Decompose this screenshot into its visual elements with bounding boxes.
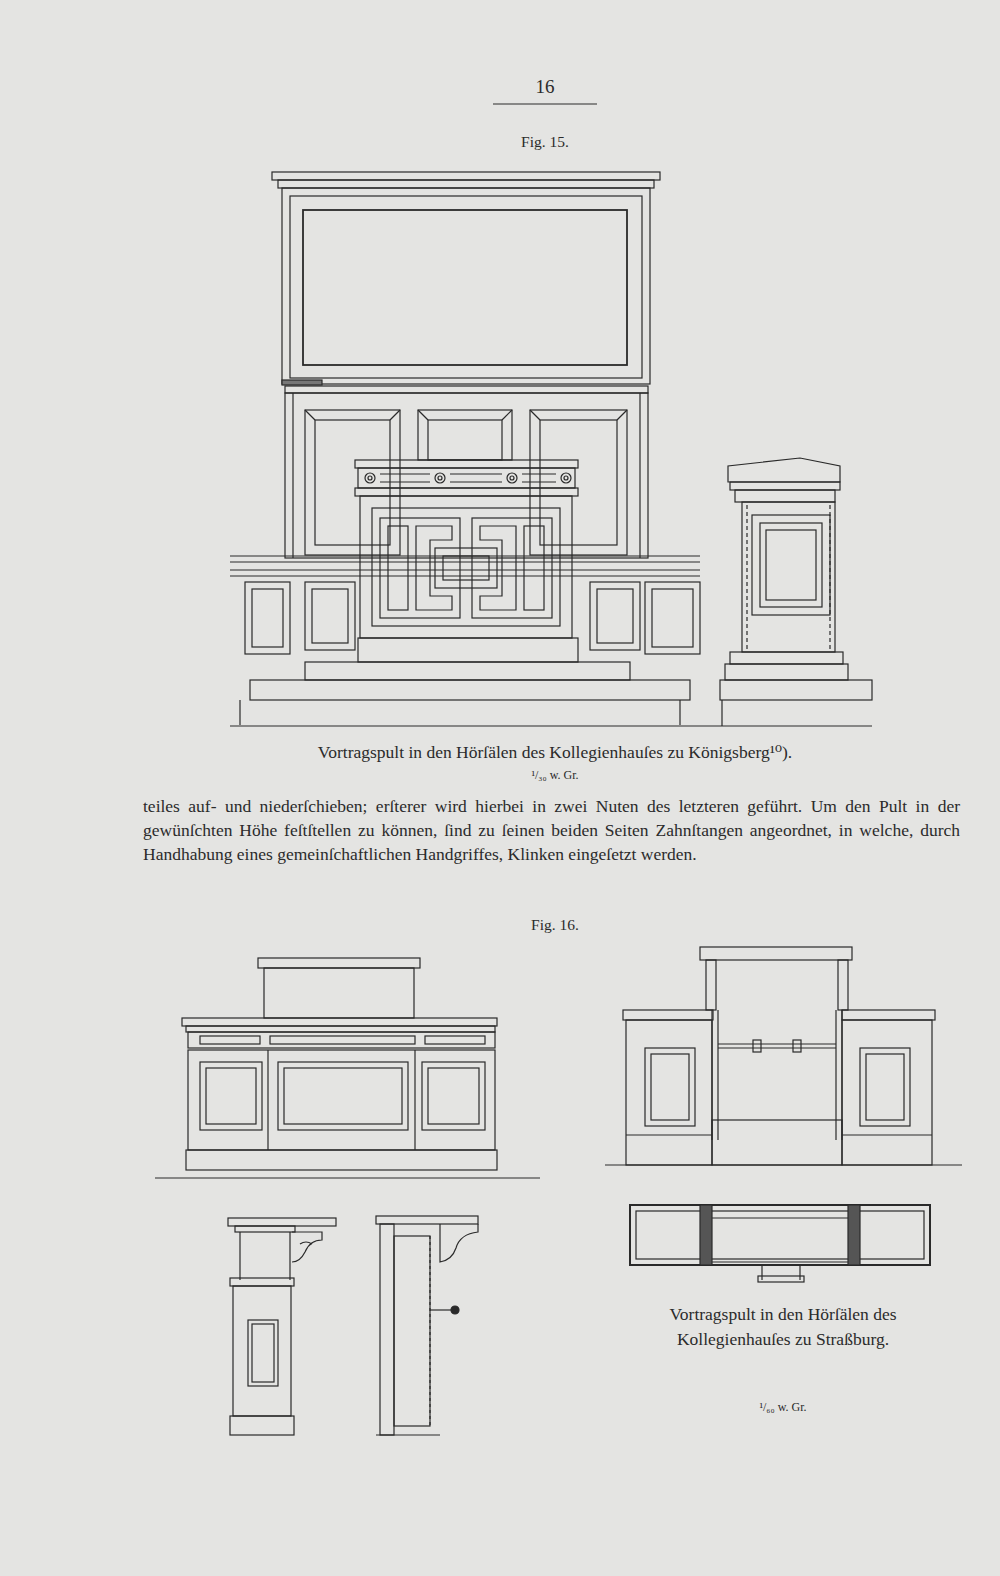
fig16-drawing <box>155 947 962 1435</box>
figure-label: Fig. 15. <box>470 133 620 152</box>
page-number: 16 <box>495 76 595 99</box>
figure-caption: Vortragspult in den Hörſälen des Kollegi… <box>230 742 880 763</box>
scale-note: ¹/₃₀ w. Gr. <box>480 768 630 782</box>
figure-label: Fig. 16. <box>480 916 630 935</box>
fig15-drawing <box>230 172 872 726</box>
body-text: teiles auf- und niederſchieben; erſterer… <box>143 795 960 866</box>
scale-note: ¹/₆₀ w. Gr. <box>708 1400 858 1414</box>
figure-caption: Vortragspult in den Hörſälen des Kollegi… <box>618 1302 948 1353</box>
header-rule <box>493 103 597 104</box>
